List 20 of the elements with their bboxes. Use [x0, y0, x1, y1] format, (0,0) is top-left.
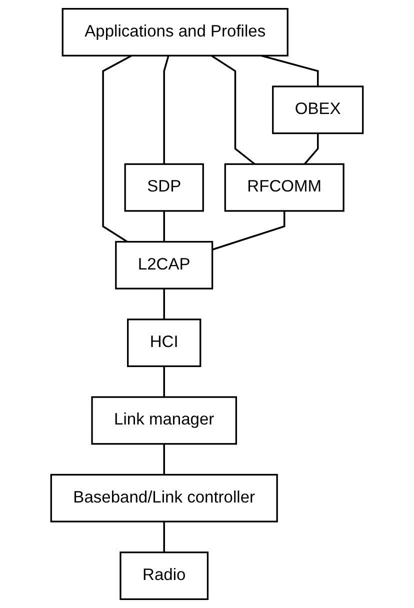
connector: [163, 522, 165, 552]
connector: [163, 210, 165, 242]
connector: [163, 366, 165, 398]
node-box: Baseband/Link controller: [50, 474, 278, 522]
connector: [102, 54, 132, 243]
node-box: RFCOMM: [224, 163, 344, 212]
node-box: Applications and Profiles: [62, 8, 288, 56]
node-box: Radio: [120, 552, 209, 600]
node-box: SDP: [124, 163, 204, 212]
node-box: L2CAP: [115, 240, 214, 290]
node-box: OBEX: [272, 86, 364, 134]
connector: [163, 288, 165, 320]
connector: [304, 133, 319, 165]
node-box: HCI: [127, 318, 202, 368]
connector: [212, 210, 286, 250]
connector: [260, 54, 319, 86]
connector: [163, 444, 165, 475]
connector: [210, 54, 256, 165]
node-box: Link manager: [91, 396, 238, 445]
connector: [163, 55, 170, 164]
